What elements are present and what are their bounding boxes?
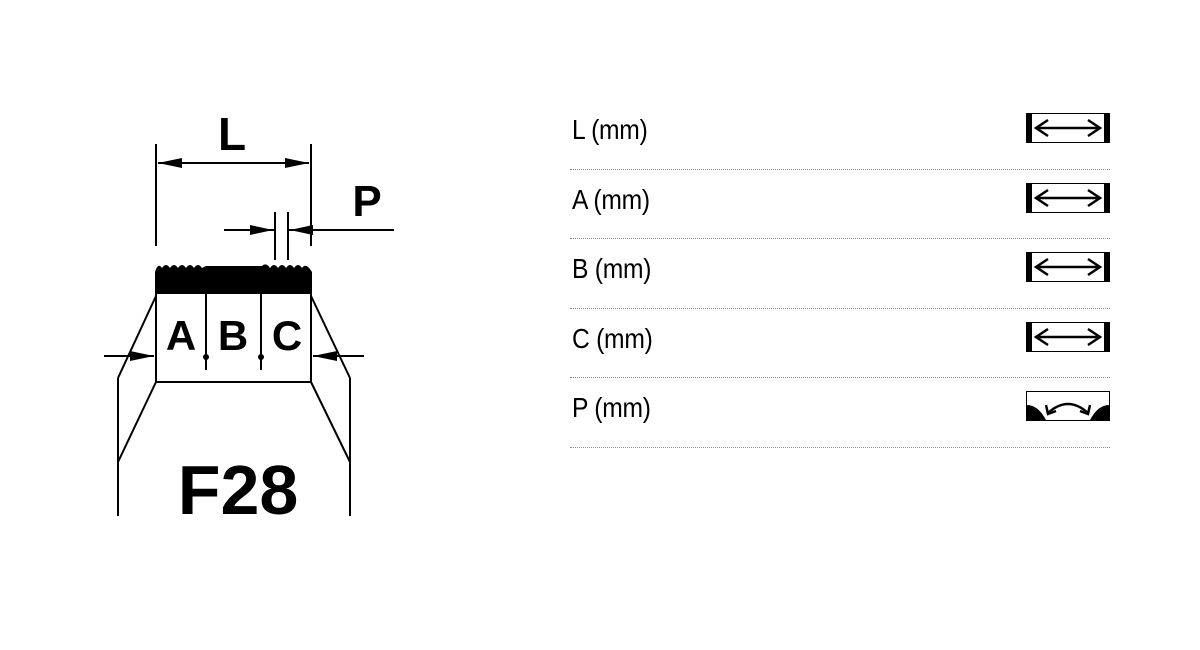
- dimension-label: P (mm): [572, 392, 651, 423]
- label-L: L: [218, 108, 246, 160]
- dimension-row-C: C (mm): [570, 309, 1110, 378]
- label-B: B: [218, 312, 248, 359]
- arrow-side-right: [313, 351, 337, 361]
- dimension-row-L: L (mm): [570, 100, 1110, 170]
- belt-profile-diagram: L P A B C: [0, 0, 560, 650]
- belt-code: F28: [178, 451, 299, 529]
- arrow-P-right: [290, 225, 313, 235]
- arrow-P-left: [250, 225, 273, 235]
- arrow-L-left: [158, 158, 182, 168]
- linear-dimension-icon[interactable]: [1026, 252, 1110, 282]
- dimension-label: A (mm): [572, 183, 650, 215]
- dimension-label: L (mm): [572, 114, 648, 145]
- dimension-row-B: B (mm): [570, 239, 1110, 309]
- dimension-label: B (mm): [572, 253, 652, 284]
- dimension-list: L (mm) A (mm) B (mm): [570, 100, 1110, 448]
- label-A: A: [166, 312, 196, 359]
- linear-dimension-icon[interactable]: [1026, 182, 1110, 213]
- pitch-dimension-icon[interactable]: [1026, 391, 1110, 421]
- linear-dimension-icon[interactable]: [1026, 321, 1110, 352]
- belt-ribbed-top: [155, 264, 312, 294]
- dimension-row-P: P (mm): [570, 378, 1110, 448]
- linear-dimension-icon[interactable]: [1026, 113, 1110, 143]
- arrow-L-right: [285, 158, 309, 168]
- dimension-label: C (mm): [572, 322, 653, 354]
- label-P: P: [352, 177, 381, 226]
- dimension-row-A: A (mm): [570, 170, 1110, 239]
- arrow-side-left: [130, 351, 154, 361]
- label-C: C: [272, 312, 302, 359]
